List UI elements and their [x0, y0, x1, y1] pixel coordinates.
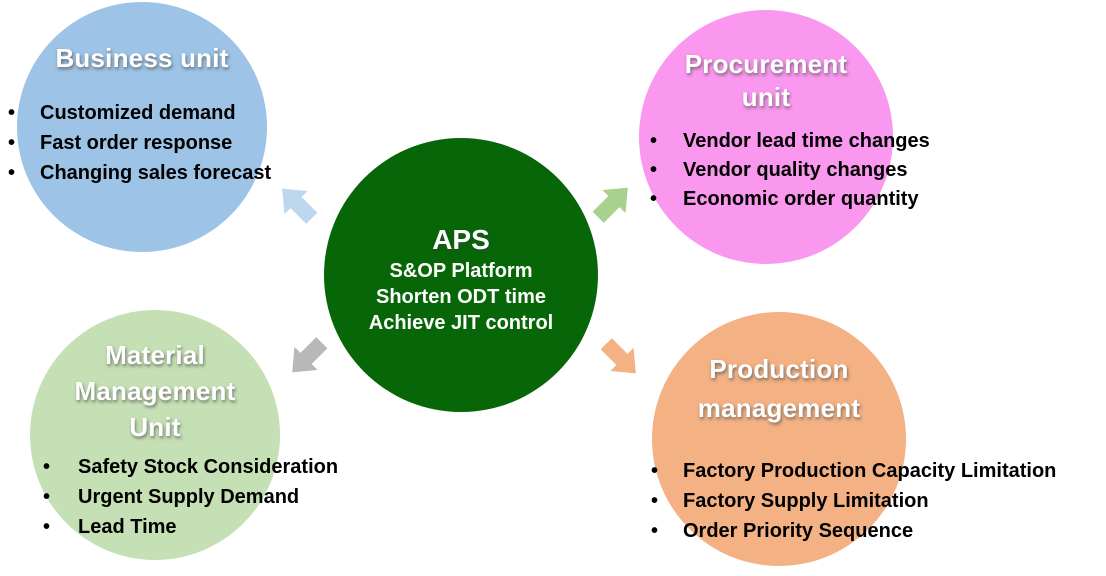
list-item: • Vendor quality changes: [650, 156, 930, 185]
list-item-label: Lead Time: [78, 516, 177, 538]
list-item-label: Vendor quality changes: [683, 159, 908, 181]
list-item: • Urgent Supply Demand: [43, 482, 338, 512]
list-item: • Economic order quantity: [650, 185, 930, 214]
bullet-icon: •: [8, 102, 16, 124]
list-item-label: Factory Production Capacity Limitation: [683, 460, 1057, 482]
bullet-icon: •: [43, 456, 51, 478]
bullet-icon: •: [650, 159, 658, 181]
list-item: • Vendor lead time changes: [650, 127, 930, 156]
business-unit-title: Business unit: [17, 40, 267, 76]
production-management-list: • Factory Production Capacity Limitation…: [651, 456, 1056, 546]
bullet-icon: •: [651, 490, 659, 512]
aps-subtitle-line: Achieve JIT control: [368, 312, 554, 334]
list-item: • Fast order response: [8, 128, 271, 158]
bullet-icon: •: [650, 188, 658, 210]
list-item-label: Vendor lead time changes: [683, 130, 930, 152]
production-management-title: Production management: [652, 350, 906, 428]
production-management-title-line: Production: [709, 354, 849, 384]
aps-subtitle-line: S&OP Platform: [389, 260, 533, 282]
material-management-unit-title-line: Material: [105, 340, 205, 370]
list-item-label: Safety Stock Consideration: [78, 456, 339, 478]
list-item: • Factory Supply Limitation: [651, 486, 1056, 516]
list-item: • Changing sales forecast: [8, 158, 271, 188]
procurement-unit-title: Procurement unit: [639, 48, 893, 114]
procurement-unit-title-line: Procurement: [684, 49, 848, 79]
material-management-unit-title: Material Management Unit: [30, 337, 280, 445]
material-management-unit-circle: [30, 310, 280, 560]
business-unit-circle: [17, 2, 267, 252]
list-item: • Factory Production Capacity Limitation: [651, 456, 1056, 486]
procurement-unit-circle: [639, 10, 893, 264]
bullet-icon: •: [43, 516, 51, 538]
material-management-unit-title-line: Management: [74, 376, 236, 406]
up-left-arrow-icon: [282, 188, 318, 224]
list-item-label: Economic order quantity: [683, 188, 919, 210]
up-right-arrow-icon: [592, 187, 628, 223]
bullet-icon: •: [8, 132, 16, 154]
bullet-icon: •: [650, 130, 658, 152]
bullet-icon: •: [651, 520, 659, 542]
procurement-unit-title-line: unit: [741, 82, 791, 112]
list-item-label: Factory Supply Limitation: [683, 490, 929, 512]
aps-center-text: APS S&OP Platform Shorten ODT time Achie…: [324, 222, 598, 336]
list-item-label: Fast order response: [40, 132, 233, 154]
bullet-icon: •: [651, 460, 659, 482]
list-item: • Customized demand: [8, 98, 271, 128]
down-right-arrow-icon: [600, 338, 636, 374]
down-left-arrow-icon: [292, 337, 328, 373]
list-item-label: Urgent Supply Demand: [78, 486, 300, 508]
aps-title: APS: [432, 224, 490, 255]
list-item: • Order Priority Sequence: [651, 516, 1056, 546]
material-management-unit-list: • Safety Stock Consideration • Urgent Su…: [43, 452, 338, 542]
bullet-icon: •: [43, 486, 51, 508]
material-management-unit-title-line: Unit: [129, 412, 181, 442]
production-management-title-line: management: [697, 393, 861, 423]
list-item-label: Changing sales forecast: [40, 162, 272, 184]
list-item-label: Customized demand: [40, 102, 236, 124]
production-management-circle: [652, 312, 906, 566]
list-item: • Lead Time: [43, 512, 338, 542]
list-item: • Safety Stock Consideration: [43, 452, 338, 482]
bullet-icon: •: [8, 162, 16, 184]
business-unit-list: • Customized demand • Fast order respons…: [8, 98, 271, 188]
procurement-unit-list: • Vendor lead time changes • Vendor qual…: [650, 127, 930, 214]
business-unit-title-line: Business unit: [55, 43, 229, 73]
list-item-label: Order Priority Sequence: [683, 520, 914, 542]
aps-center-circle: [324, 138, 598, 412]
aps-subtitle-line: Shorten ODT time: [375, 286, 546, 308]
